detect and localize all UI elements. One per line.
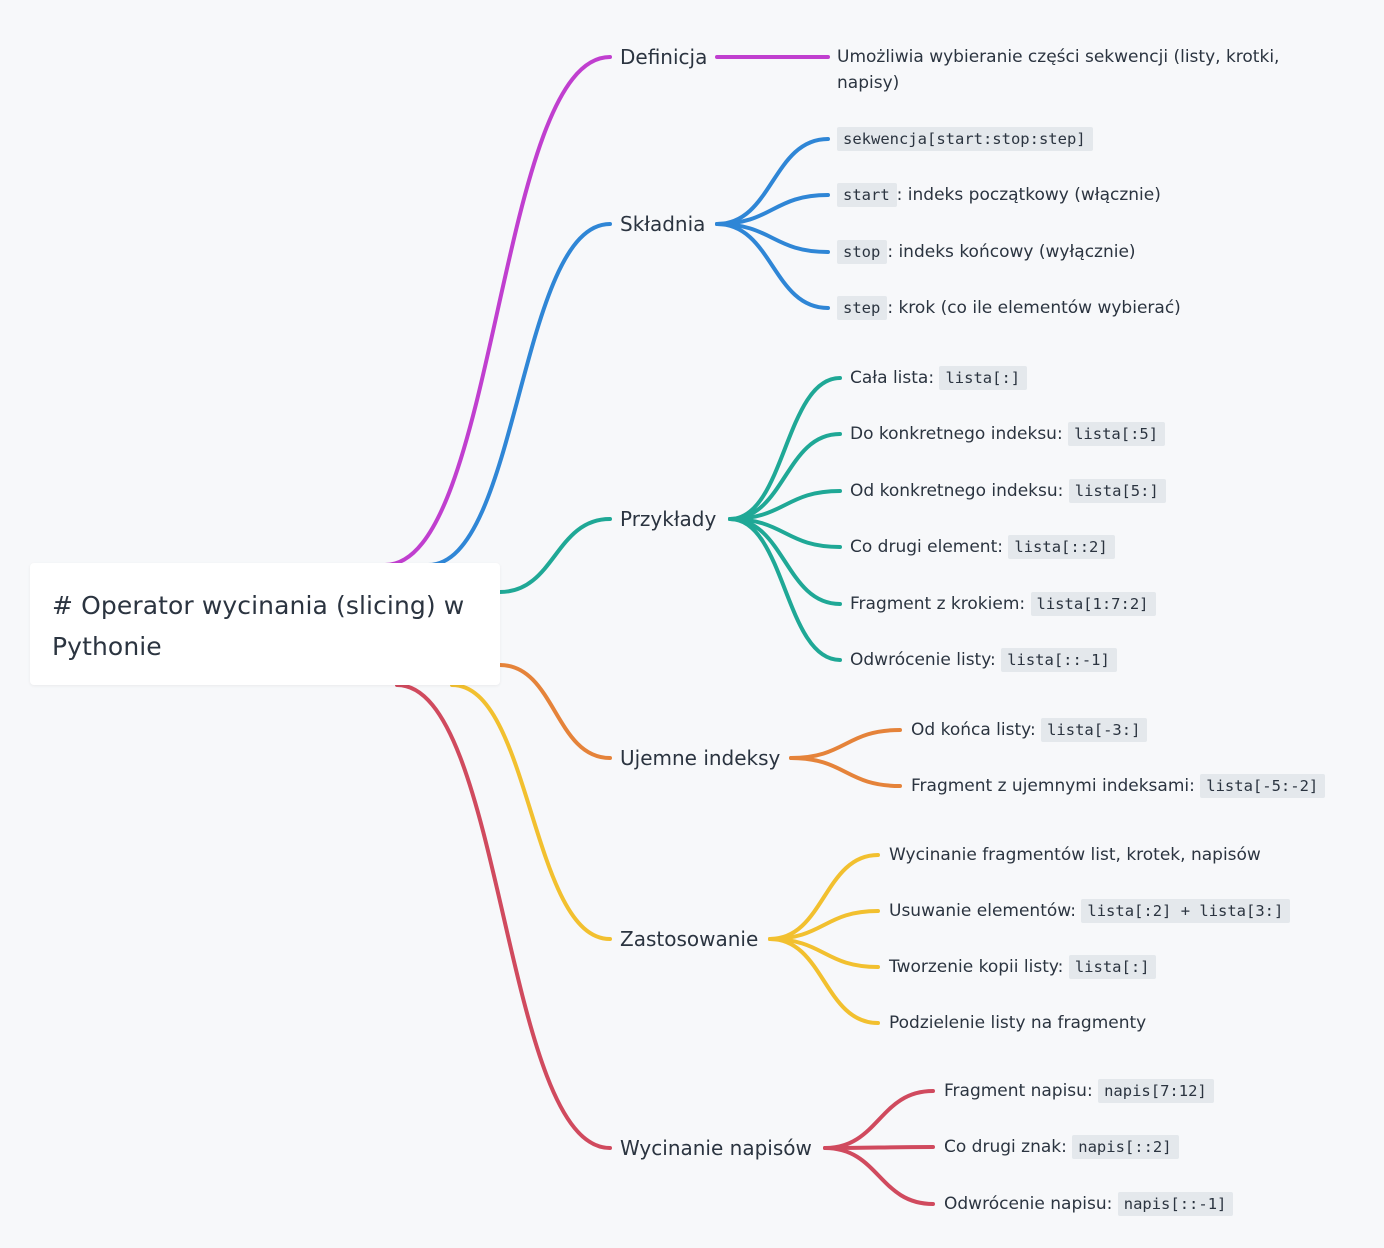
leaf-code: lista[-5:-2] bbox=[1200, 774, 1326, 798]
leaf-code: napis[::-1] bbox=[1117, 1192, 1234, 1216]
leaf-skladnia-step[interactable]: step: krok (co ile elementów wybierać) bbox=[837, 295, 1181, 321]
leaf-text: : indeks początkowy (włącznie) bbox=[896, 185, 1161, 205]
leaf-text: Od końca listy: bbox=[911, 720, 1036, 740]
leaf-code: lista[:5] bbox=[1068, 422, 1166, 446]
leaf-text: Podzielenie listy na fragmenty bbox=[889, 1013, 1147, 1033]
leaf-text: Odwrócenie listy: bbox=[850, 650, 996, 670]
leaf-ujemne-2[interactable]: Fragment z ujemnymi indeksami: lista[-5:… bbox=[911, 773, 1326, 799]
edge-root-skladnia bbox=[426, 222, 612, 567]
leaf-text: Wycinanie fragmentów list, krotek, napis… bbox=[889, 845, 1261, 865]
leaf-code: start bbox=[837, 183, 897, 207]
leaf-napisy-2[interactable]: Co drugi znak: napis[::2] bbox=[944, 1134, 1179, 1160]
leaf-code: lista[5:] bbox=[1068, 479, 1166, 503]
branch-definicja[interactable]: Definicja bbox=[620, 45, 708, 69]
leaf-napisy-3[interactable]: Odwrócenie napisu: napis[::-1] bbox=[944, 1191, 1234, 1217]
leaf-text: : krok (co ile elementów wybierać) bbox=[887, 298, 1181, 318]
edge-root-napisy bbox=[395, 683, 612, 1150]
leaf-skladnia-stop[interactable]: stop: indeks końcowy (wyłącznie) bbox=[837, 239, 1136, 265]
leaf-zastosowanie-1[interactable]: Wycinanie fragmentów list, krotek, napis… bbox=[889, 842, 1261, 868]
leaf-code: lista[1:7:2] bbox=[1030, 592, 1156, 616]
leaf-code: lista[:2] + lista[3:] bbox=[1081, 899, 1291, 923]
leaf-code: napis[::2] bbox=[1072, 1135, 1179, 1159]
leaf-przyklady-4[interactable]: Co drugi element: lista[::2] bbox=[850, 534, 1115, 560]
leaf-zastosowanie-3[interactable]: Tworzenie kopii listy: lista[:] bbox=[889, 954, 1157, 980]
leaf-text: : indeks końcowy (wyłącznie) bbox=[887, 242, 1136, 262]
leaf-code: step bbox=[837, 296, 888, 320]
leaf-ujemne-1[interactable]: Od końca listy: lista[-3:] bbox=[911, 717, 1148, 743]
edge-zastosowanie-leaf-3 bbox=[768, 937, 880, 1025]
leaf-text: Usuwanie elementów: bbox=[889, 901, 1076, 921]
leaf-text: Fragment z krokiem: bbox=[850, 594, 1026, 614]
leaf-text: Do konkretnego indeksu: bbox=[850, 424, 1063, 444]
edge-root-ujemne bbox=[498, 663, 612, 760]
branch-wycinanie-napisow[interactable]: Wycinanie napisów bbox=[620, 1136, 812, 1160]
leaf-code: stop bbox=[837, 240, 888, 264]
edge-przyklady-leaf-5 bbox=[728, 517, 842, 662]
leaf-code: lista[::2] bbox=[1008, 535, 1115, 559]
root-node[interactable]: # Operator wycinania (slicing) w Pythoni… bbox=[30, 563, 500, 685]
edge-napisy-leaf-1 bbox=[823, 1145, 935, 1150]
edge-skladnia-leaf-0 bbox=[715, 137, 830, 226]
leaf-przyklady-5[interactable]: Fragment z krokiem: lista[1:7:2] bbox=[850, 591, 1156, 617]
leaf-zastosowanie-4[interactable]: Podzielenie listy na fragmenty bbox=[889, 1010, 1146, 1036]
leaf-code: napis[7:12] bbox=[1098, 1079, 1214, 1103]
branch-przyklady[interactable]: Przykłady bbox=[620, 507, 717, 531]
root-title: # Operator wycinania (slicing) w Pythoni… bbox=[52, 591, 465, 661]
edge-przyklady-leaf-0 bbox=[728, 376, 842, 521]
leaf-przyklady-6[interactable]: Odwrócenie listy: lista[::-1] bbox=[850, 647, 1117, 673]
leaf-text: Co drugi znak: bbox=[944, 1137, 1067, 1157]
branch-ujemne-indeksy[interactable]: Ujemne indeksy bbox=[620, 746, 781, 770]
edge-ujemne-leaf-1 bbox=[789, 756, 902, 788]
leaf-text: Cała lista: bbox=[850, 368, 935, 388]
leaf-przyklady-3[interactable]: Od konkretnego indeksu: lista[5:] bbox=[850, 478, 1166, 504]
leaf-code: lista[::-1] bbox=[1001, 648, 1117, 672]
leaf-text: Odwrócenie napisu: bbox=[944, 1194, 1113, 1214]
edge-skladnia-leaf-3 bbox=[715, 222, 830, 310]
leaf-napisy-1[interactable]: Fragment napisu: napis[7:12] bbox=[944, 1078, 1214, 1104]
leaf-code: lista[-3:] bbox=[1041, 718, 1148, 742]
edge-ujemne-leaf-0 bbox=[789, 728, 902, 760]
edge-skladnia-leaf-1 bbox=[715, 193, 830, 226]
leaf-skladnia-syntax[interactable]: sekwencja[start:stop:step] bbox=[837, 126, 1093, 152]
edge-napisy-leaf-0 bbox=[823, 1089, 935, 1150]
leaf-code: lista[:] bbox=[939, 366, 1028, 390]
leaf-code: sekwencja[start:stop:step] bbox=[837, 127, 1093, 151]
edge-przyklady-leaf-1 bbox=[728, 432, 842, 521]
leaf-zastosowanie-2[interactable]: Usuwanie elementów: lista[:2] + lista[3:… bbox=[889, 898, 1291, 924]
leaf-przyklady-2[interactable]: Do konkretnego indeksu: lista[:5] bbox=[850, 421, 1166, 447]
leaf-text: Fragment napisu: bbox=[944, 1081, 1093, 1101]
leaf-definicja-text[interactable]: Umożliwia wybieranie części sekwencji (l… bbox=[837, 44, 1307, 96]
leaf-text: Co drugi element: bbox=[850, 537, 1003, 557]
branch-skladnia[interactable]: Składnia bbox=[620, 212, 706, 236]
branch-zastosowanie[interactable]: Zastosowanie bbox=[620, 927, 759, 951]
leaf-skladnia-start[interactable]: start: indeks początkowy (włącznie) bbox=[837, 182, 1161, 208]
leaf-text: Umożliwia wybieranie części sekwencji (l… bbox=[837, 47, 1280, 93]
edge-root-zastosowanie bbox=[450, 683, 612, 941]
edge-napisy-leaf-2 bbox=[823, 1146, 935, 1206]
leaf-przyklady-1[interactable]: Cała lista: lista[:] bbox=[850, 365, 1028, 391]
leaf-text: Tworzenie kopii listy: bbox=[889, 957, 1064, 977]
leaf-text: Od konkretnego indeksu: bbox=[850, 481, 1064, 501]
leaf-text: Fragment z ujemnymi indeksami: bbox=[911, 776, 1195, 796]
edge-root-definicja bbox=[383, 55, 612, 567]
leaf-code: lista[:] bbox=[1068, 955, 1157, 979]
edge-root-przyklady bbox=[498, 517, 612, 594]
edge-zastosowanie-leaf-0 bbox=[768, 853, 880, 941]
